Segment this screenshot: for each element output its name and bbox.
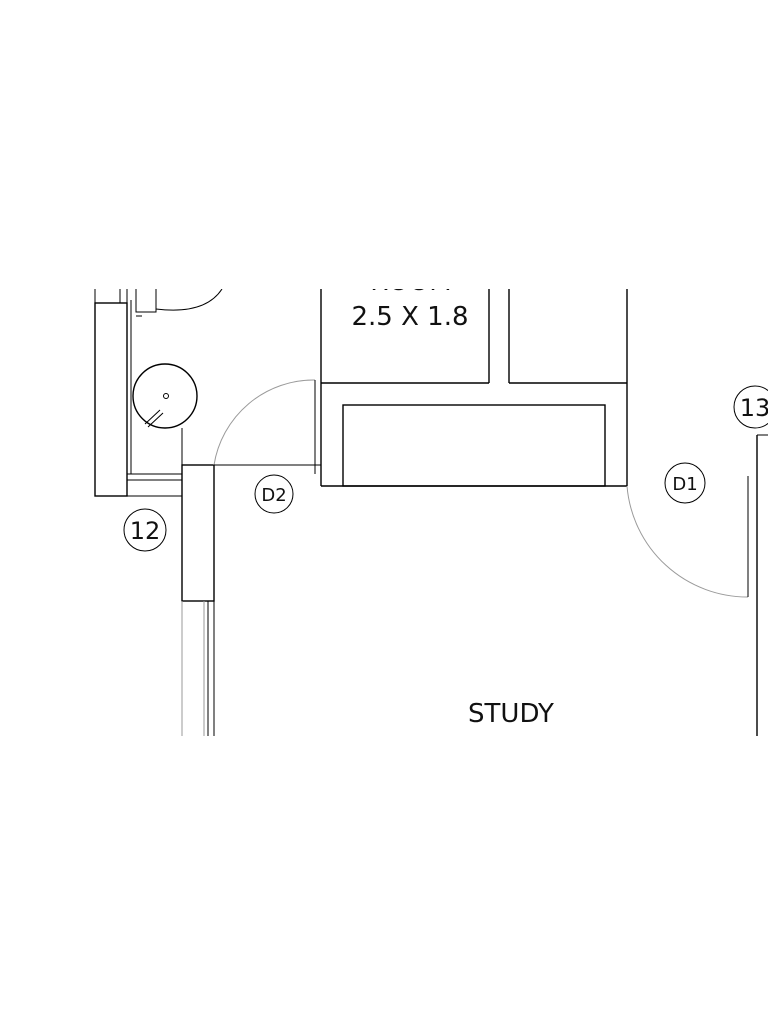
door-d1: [626, 476, 749, 598]
wc-tank: [135, 289, 157, 313]
door-tag-d2-text: D2: [261, 485, 286, 506]
door-d2: [213, 379, 321, 474]
bathroom-fixtures: [94, 289, 223, 497]
basin-tap: [144, 409, 161, 425]
wall-pier: [181, 464, 215, 602]
wc-bowl-edge: [155, 289, 223, 311]
door-tag-d1-text: D1: [672, 474, 697, 495]
built-in-counter: [342, 404, 606, 487]
room-name-label: ROOM: [370, 267, 451, 297]
window-tag-13-text: 13: [740, 394, 768, 422]
window-tag-12-text: 12: [130, 517, 161, 545]
room-upper: [320, 289, 628, 487]
door-tag-d2: D2: [254, 474, 294, 514]
vanity-counter: [94, 302, 128, 497]
door-d2-swing: [213, 379, 316, 466]
basin-drain: [163, 393, 169, 399]
door-d1-swing: [626, 485, 749, 598]
wash-basin: [132, 363, 198, 429]
room-dimensions-label: 2.5 X 1.8: [351, 302, 468, 332]
right-wall: [756, 434, 768, 736]
partition-wall: [181, 428, 215, 736]
window-tag-12: 12: [123, 508, 167, 552]
door-tag-d1: D1: [664, 462, 706, 504]
study-room-label: STUDY: [468, 699, 554, 729]
window-tag-13: 13: [733, 385, 768, 429]
